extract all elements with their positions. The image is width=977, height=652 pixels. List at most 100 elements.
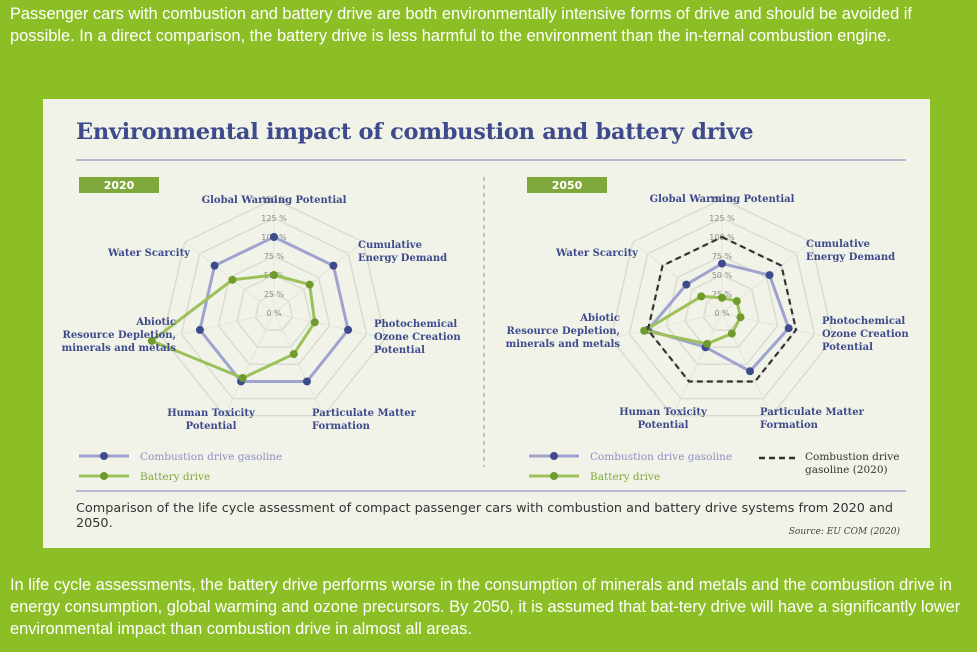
- grid-ring: [254, 293, 294, 331]
- year-badge: [527, 177, 607, 193]
- axis-label: Particulate Matter: [312, 408, 417, 419]
- legend-marker-battery: [100, 472, 108, 480]
- grid-ring: [236, 274, 312, 348]
- figure-caption: Comparison of the life cycle assessment …: [76, 501, 894, 531]
- axis-label: Particulate Matter: [760, 407, 865, 418]
- battery-point: [732, 297, 741, 306]
- axis-label: Potential: [186, 421, 237, 432]
- series-line-combustion-2020: [646, 235, 798, 383]
- legend-label-combustion-2020: Combustion drive: [805, 451, 899, 463]
- grid-spoke: [610, 312, 723, 339]
- legend-label-combustion-2020: gasoline (2020): [805, 464, 888, 476]
- battery-point: [305, 280, 314, 289]
- axis-label: Water Scarcity: [555, 248, 639, 259]
- series-line-combustion: [645, 261, 791, 374]
- tick-label: 50 %: [712, 271, 733, 280]
- combustion-point: [270, 233, 278, 241]
- grid-spoke: [632, 241, 723, 314]
- series-line-battery: [148, 273, 317, 380]
- battery-point: [727, 329, 736, 338]
- battery-point: [697, 292, 706, 301]
- axis-label: Water Scarcity: [107, 248, 191, 259]
- tick-label: 75 %: [712, 252, 733, 261]
- axis-label: Potential: [374, 345, 425, 356]
- axis-label: Resource Depletion,: [507, 326, 620, 337]
- battery-point: [736, 313, 745, 322]
- battery-point: [147, 336, 156, 345]
- battery-point: [270, 271, 278, 279]
- grid-spoke: [224, 312, 275, 416]
- year-badge-label: 2020: [104, 179, 135, 192]
- tick-label: 125 %: [261, 214, 287, 223]
- axis-label: Cumulative: [806, 239, 870, 250]
- figure-title: Environmental impact of combustion and b…: [76, 119, 754, 145]
- combustion-point: [682, 280, 691, 289]
- axis-label: Global Warming Potential: [650, 194, 795, 205]
- axis-label: Abiotic: [579, 313, 620, 324]
- axis-label: Resource Depletion,: [63, 330, 176, 341]
- axis-label: Energy Demand: [358, 253, 447, 264]
- axis-label: minerals and metals: [62, 343, 177, 354]
- legend-label-battery: Battery drive: [590, 471, 660, 483]
- outro-paragraph: In life cycle assessments, the battery d…: [10, 576, 961, 638]
- legend-marker-combustion: [100, 452, 108, 460]
- axis-label: Cumulative: [358, 240, 422, 251]
- grid-ring: [628, 217, 816, 400]
- battery-point: [703, 339, 712, 348]
- battery-point: [640, 326, 649, 335]
- tick-label: 0 %: [714, 309, 730, 318]
- tick-label: 150 %: [709, 195, 735, 204]
- combustion-point: [344, 325, 353, 334]
- axis-label: minerals and metals: [506, 339, 621, 350]
- year-badge-label: 2050: [552, 179, 583, 192]
- battery-point: [289, 350, 298, 359]
- axis-label: Human Toxicity: [167, 408, 256, 419]
- grid-spoke: [273, 241, 364, 314]
- battery-point: [718, 293, 726, 302]
- grid-spoke: [273, 312, 386, 339]
- axis-label: Potential: [822, 342, 873, 353]
- legend-label-combustion: Combustion drive gasoline: [590, 451, 732, 463]
- axis-label: Energy Demand: [806, 252, 895, 263]
- combustion-point: [765, 271, 774, 280]
- axis-label: Photochemical: [822, 316, 905, 327]
- grid-ring: [610, 198, 834, 417]
- grid-spoke: [672, 312, 723, 416]
- combustion-point: [329, 261, 338, 270]
- combustion-point: [718, 259, 726, 268]
- axis-label: Global Warming Potential: [202, 195, 347, 206]
- tick-label: 150 %: [261, 195, 287, 204]
- battery-point: [228, 275, 237, 284]
- grid-spoke: [162, 312, 275, 339]
- axis-label: Potential: [638, 420, 689, 431]
- figure-source: Source: EU COM (2020): [788, 527, 900, 537]
- tick-label: 0 %: [266, 309, 282, 318]
- grid-ring: [162, 198, 386, 417]
- battery-point: [310, 318, 319, 327]
- combustion-point: [746, 367, 755, 376]
- series-line-combustion: [198, 235, 350, 383]
- grid-ring: [665, 255, 779, 366]
- tick-label: 125 %: [709, 214, 735, 223]
- axis-label: Formation: [312, 421, 371, 432]
- battery-point: [238, 374, 247, 383]
- legend-label-combustion: Combustion drive gasoline: [140, 451, 282, 463]
- combustion-point: [210, 261, 219, 270]
- axis-label: Abiotic: [135, 317, 176, 328]
- grid-ring: [684, 274, 760, 348]
- grid-ring: [180, 217, 368, 400]
- axis-label: Human Toxicity: [619, 407, 708, 418]
- axis-label: Photochemical: [374, 319, 457, 330]
- axis-label: Ozone Creation: [374, 332, 461, 343]
- combustion-point: [784, 324, 793, 333]
- tick-label: 25 %: [264, 290, 285, 299]
- tick-label: 75 %: [264, 252, 285, 261]
- axis-label: Formation: [760, 420, 819, 431]
- legend-marker-combustion: [550, 452, 558, 460]
- combustion-point: [195, 325, 204, 334]
- axis-label: Ozone Creation: [822, 329, 909, 340]
- grid-spoke: [273, 312, 324, 416]
- legend-marker-battery: [550, 472, 558, 480]
